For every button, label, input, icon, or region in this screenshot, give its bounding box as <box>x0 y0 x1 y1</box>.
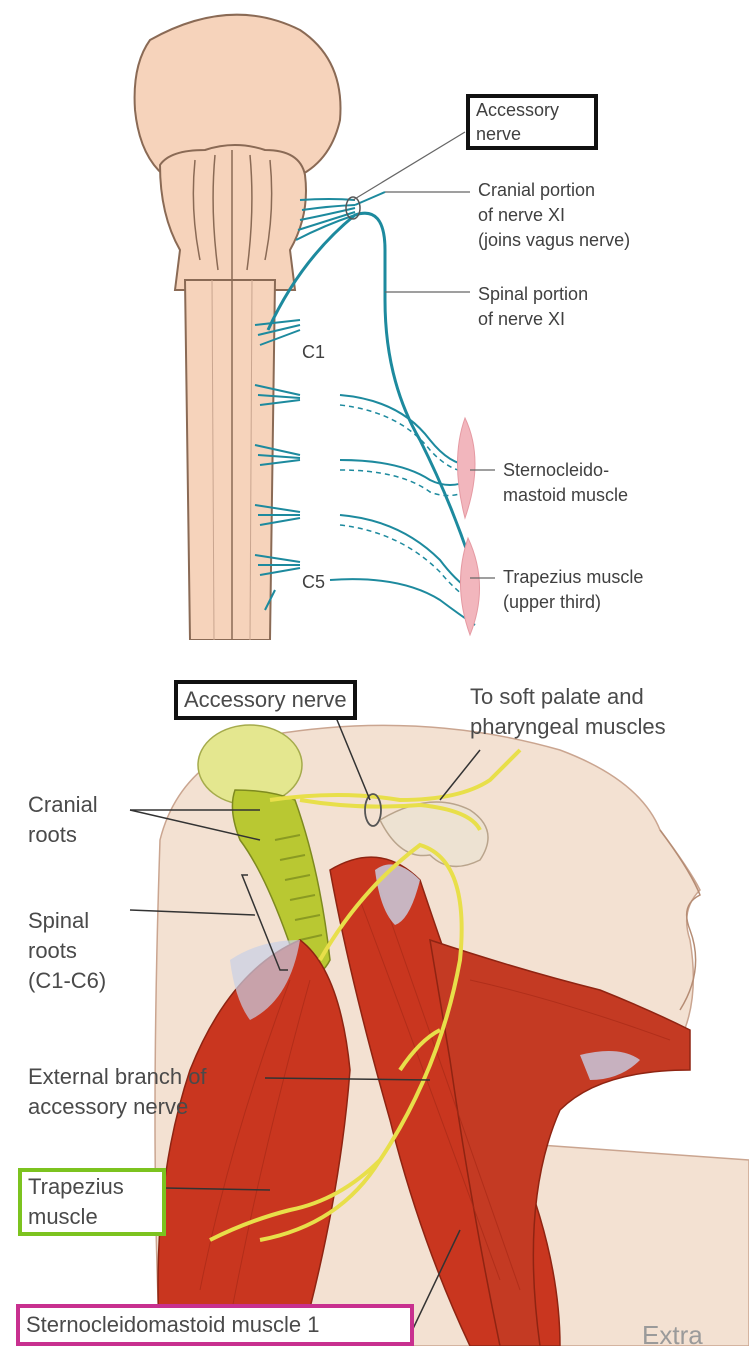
accessory-nerve-schematic <box>0 0 749 640</box>
soft-palate-label: To soft palate and pharyngeal muscles <box>470 682 666 742</box>
brainstem-upper <box>160 145 306 290</box>
spinal-portion-label: Spinal portion of nerve XI <box>478 282 588 332</box>
extra-label: Extra <box>642 1320 703 1346</box>
c5-label: C5 <box>302 570 325 595</box>
external-branch-label: External branch of accessory nerve <box>28 1062 207 1122</box>
bottom-trapezius-label: Trapezius muscle <box>18 1168 166 1236</box>
top-scm-label: Sternocleido- mastoid muscle <box>503 458 628 508</box>
top-diagram: Accessory nerve Cranial portion of nerve… <box>0 0 749 640</box>
trapezius-muscle-shape <box>460 538 479 635</box>
c1-label: C1 <box>302 340 325 365</box>
bottom-scm-label: Sternocleidomastoid muscle 1 <box>16 1304 414 1346</box>
top-trapezius-label: Trapezius muscle (upper third) <box>503 565 643 615</box>
sternocleidomastoid-muscle <box>458 418 476 518</box>
cranial-portion-label: Cranial portion of nerve XI (joins vagus… <box>478 178 630 253</box>
cranial-roots-label: Cranial roots <box>28 790 98 850</box>
top-accessory-nerve-label: Accessory nerve <box>466 94 598 150</box>
spinal-portion-trunk <box>268 213 470 560</box>
bottom-accessory-nerve-label: Accessory nerve <box>174 680 357 720</box>
spinal-roots-label: Spinal roots (C1-C6) <box>28 906 106 996</box>
neck-anatomy-illustration <box>0 640 749 1346</box>
bottom-diagram: Accessory nerve To soft palate and phary… <box>0 640 749 1346</box>
